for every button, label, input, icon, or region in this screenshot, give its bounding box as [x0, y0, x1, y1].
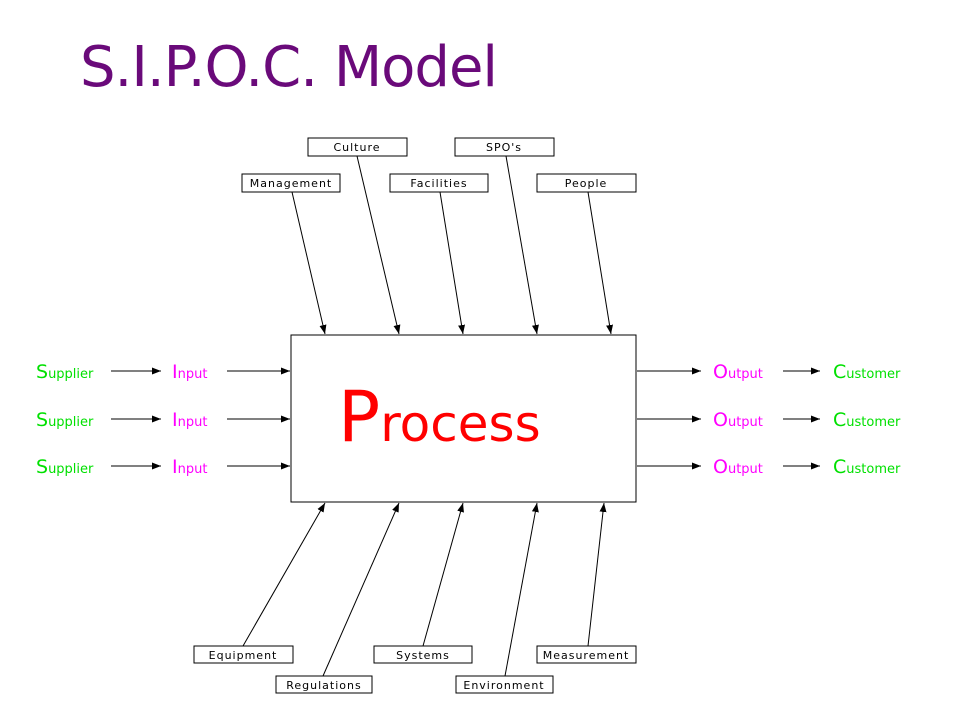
- top-box-facilities: Facilities: [389, 173, 489, 193]
- output-label: Output: [713, 456, 763, 478]
- input-label: Input: [172, 409, 207, 431]
- process-label: Process: [338, 376, 541, 458]
- output-label: Output: [713, 361, 763, 383]
- customer-label: Customer: [833, 409, 901, 431]
- svg-text:Management: Management: [250, 177, 332, 190]
- svg-text:Equipment: Equipment: [209, 649, 278, 662]
- customer-label: Customer: [833, 361, 901, 383]
- top-box-people: People: [536, 173, 637, 193]
- supplier-input-row-2: Supplier Input: [36, 409, 290, 431]
- svg-text:Environment: Environment: [463, 679, 544, 692]
- arrow-people: [587, 191, 614, 335]
- output-label: Output: [713, 409, 763, 431]
- bottom-box-measurement: Measurement: [536, 645, 637, 664]
- supplier-label: Supplier: [36, 409, 94, 431]
- svg-text:Culture: Culture: [333, 141, 380, 154]
- svg-text:Measurement: Measurement: [543, 649, 630, 662]
- process-box: [290, 334, 637, 503]
- arrow-systems: [422, 502, 464, 647]
- output-customer-row-3: Output Customer: [637, 456, 901, 478]
- bottom-box-environment: Environment: [455, 675, 554, 694]
- arrow-management: [291, 191, 327, 335]
- bottom-box-regulations: Regulations: [275, 675, 373, 694]
- arrow-culture: [356, 155, 401, 335]
- arrow-regulations: [322, 502, 400, 677]
- svg-text:Facilities: Facilities: [410, 177, 467, 190]
- arrow-environment: [504, 502, 539, 677]
- input-label: Input: [172, 361, 207, 383]
- svg-text:People: People: [565, 177, 608, 190]
- svg-text:SPO's: SPO's: [486, 141, 522, 154]
- output-customer-row-2: Output Customer: [637, 409, 901, 431]
- arrow-spos: [505, 155, 539, 335]
- supplier-input-row-3: Supplier Input: [36, 456, 290, 478]
- supplier-label: Supplier: [36, 456, 94, 478]
- supplier-label: Supplier: [36, 361, 94, 383]
- bottom-box-systems: Systems: [373, 645, 473, 664]
- customer-label: Customer: [833, 456, 901, 478]
- bottom-box-equipment: Equipment: [193, 645, 294, 664]
- arrow-equipment: [242, 502, 326, 647]
- output-customer-row-1: Output Customer: [637, 361, 901, 383]
- top-box-culture: Culture: [307, 137, 408, 157]
- svg-text:Systems: Systems: [396, 649, 450, 662]
- supplier-input-row-1: Supplier Input: [36, 361, 290, 383]
- slide-title: S.I.P.O.C. Model: [80, 35, 498, 100]
- svg-text:Regulations: Regulations: [286, 679, 361, 692]
- input-label: Input: [172, 456, 207, 478]
- top-box-management: Management: [241, 173, 341, 193]
- top-box-spos: SPO's: [454, 137, 555, 157]
- arrow-measurement: [587, 502, 607, 647]
- arrow-facilities: [439, 191, 466, 335]
